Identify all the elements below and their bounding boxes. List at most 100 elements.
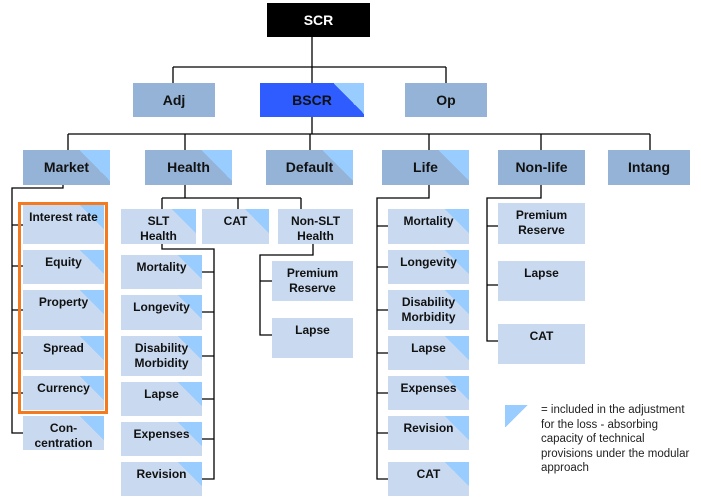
op-node: Op <box>405 83 487 117</box>
life-longevity: Longevity <box>388 250 469 284</box>
submodule-label: Disability Morbidity <box>134 341 189 370</box>
nonslt-premium-reserve: Premium Reserve <box>272 261 353 301</box>
submodule-label: Expenses <box>400 381 457 395</box>
market-concentration: Con-centration <box>23 416 104 450</box>
nonlife-cat: CAT <box>498 324 585 364</box>
lac-marker-icon <box>80 250 104 274</box>
submodule-label: Lapse <box>144 387 179 401</box>
lac-marker-icon <box>80 376 104 400</box>
lac-marker-icon <box>445 290 469 314</box>
scr-node: SCR <box>267 3 370 37</box>
lac-marker-icon <box>445 462 469 486</box>
bscr-label: BSCR <box>292 92 332 108</box>
submodule-label: Revision <box>136 467 187 481</box>
submodule-label: SLT Health <box>140 214 177 243</box>
nonlife-premium-reserve: Premium Reserve <box>498 203 585 244</box>
nonlife-lapse: Lapse <box>498 261 585 301</box>
lac-marker-icon <box>178 422 202 446</box>
life-cat: CAT <box>388 462 469 496</box>
submodule-label: Disability Morbidity <box>401 295 456 324</box>
submodule-label: Interest rate <box>29 210 98 224</box>
nonlife-module: Non-life <box>498 150 585 185</box>
health-label: Health <box>167 159 210 175</box>
life-label: Life <box>413 159 438 175</box>
lac-marker-icon <box>80 205 104 229</box>
slt-longevity: Longevity <box>121 295 202 330</box>
health-slt: SLT Health <box>121 209 196 244</box>
op-label: Op <box>436 92 456 108</box>
submodule-label: Premium Reserve <box>286 266 339 295</box>
market-interest-rate: Interest rate <box>23 205 104 244</box>
lac-marker-icon <box>445 376 469 400</box>
lac-marker-icon <box>80 150 110 182</box>
slt-mortality: Mortality <box>121 255 202 289</box>
lac-marker-icon <box>172 209 196 233</box>
submodule-label: Mortality <box>403 214 454 228</box>
highlight-frame <box>18 202 108 414</box>
market-equity: Equity <box>23 250 104 284</box>
lac-marker-icon <box>178 382 202 406</box>
submodule-label: Longevity <box>400 255 457 269</box>
submodule-label: CAT <box>529 329 554 343</box>
legend-text: = included in the adjustment for the los… <box>541 404 690 474</box>
slt-revision: Revision <box>121 462 202 496</box>
market-module: Market <box>23 150 110 185</box>
submodule-label: Longevity <box>133 300 190 314</box>
lac-marker-icon <box>178 295 202 319</box>
submodule-label: Equity <box>45 255 82 269</box>
intang-module: Intang <box>608 150 690 185</box>
lac-marker-icon <box>439 150 469 182</box>
slt-expenses: Expenses <box>121 422 202 456</box>
market-currency: Currency <box>23 376 104 410</box>
lac-marker-icon <box>80 336 104 360</box>
adj-node: Adj <box>133 83 215 117</box>
adj-label: Adj <box>162 92 186 108</box>
legend-marker-icon <box>505 405 528 427</box>
lac-marker-icon <box>445 416 469 440</box>
submodule-label: Lapse <box>411 341 446 355</box>
submodule-label: Lapse <box>295 323 330 337</box>
slt-lapse: Lapse <box>121 382 202 416</box>
nonlife-label: Non-life <box>515 159 568 175</box>
scr-label: SCR <box>303 12 334 28</box>
lac-marker-icon <box>202 150 232 182</box>
submodule-label: Currency <box>37 381 90 395</box>
life-expenses: Expenses <box>388 376 469 410</box>
life-mortality: Mortality <box>388 209 469 244</box>
lac-marker-icon <box>323 150 353 182</box>
lac-marker-icon <box>178 336 202 360</box>
life-module: Life <box>382 150 469 185</box>
submodule-label: Con-centration <box>34 421 93 450</box>
submodule-label: Premium Reserve <box>515 208 568 237</box>
life-lapse: Lapse <box>388 336 469 370</box>
life-disability: Disability Morbidity <box>388 290 469 330</box>
life-revision: Revision <box>388 416 469 450</box>
default-module: Default <box>266 150 353 185</box>
submodule-label: CAT <box>416 467 441 481</box>
health-module: Health <box>145 150 232 185</box>
market-spread: Spread <box>23 336 104 370</box>
health-cat: CAT <box>202 209 269 244</box>
lac-marker-icon <box>445 250 469 274</box>
submodule-label: Revision <box>403 421 454 435</box>
lac-marker-icon <box>80 290 104 314</box>
nonslt-lapse: Lapse <box>272 318 353 358</box>
lac-marker-icon <box>178 255 202 279</box>
lac-marker-icon <box>334 83 364 115</box>
submodule-label: Non-SLT Health <box>290 214 341 243</box>
lac-marker-icon <box>80 416 104 440</box>
lac-marker-icon <box>178 462 202 486</box>
default-label: Default <box>285 159 334 175</box>
intang-label: Intang <box>628 159 670 175</box>
submodule-label: Property <box>38 295 89 309</box>
slt-disability: Disability Morbidity <box>121 336 202 376</box>
submodule-label: CAT <box>223 214 248 228</box>
submodule-label: Expenses <box>133 427 190 441</box>
market-label: Market <box>43 159 90 175</box>
lac-marker-icon <box>445 209 469 233</box>
submodule-label: Mortality <box>136 260 187 274</box>
lac-marker-icon <box>245 209 269 233</box>
market-property: Property <box>23 290 104 330</box>
